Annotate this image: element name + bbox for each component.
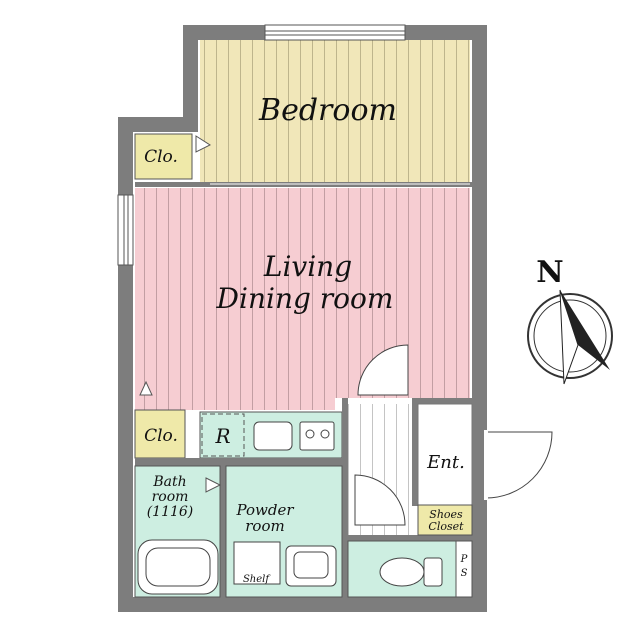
compass-north-label: N	[536, 255, 563, 290]
entrance-floor	[417, 403, 473, 506]
label-bedroom: Bedroom	[258, 93, 397, 128]
closet-top-area	[134, 133, 193, 180]
stove	[299, 421, 335, 451]
sink	[253, 421, 293, 451]
label-shoes-1: Shoes	[429, 508, 463, 521]
closet-door-mark	[195, 135, 212, 153]
living-floor	[135, 188, 470, 398]
label-entrance: Ent.	[426, 452, 465, 473]
compass-needle	[560, 290, 610, 370]
refrigerator-box	[201, 413, 245, 457]
top-window	[264, 24, 406, 41]
label-ps-2: S	[461, 568, 468, 579]
washing-machine	[233, 541, 281, 585]
label-bath-2: room	[152, 489, 189, 505]
label-powder-1: Powder	[235, 501, 294, 519]
bedroom-floor	[200, 40, 470, 183]
label-living: Living	[263, 250, 352, 283]
pipe-space	[455, 540, 473, 598]
closet-mid-area	[134, 409, 186, 459]
shoes-closet-area	[417, 504, 473, 536]
compass	[527, 289, 613, 385]
label-bath-1: Bath	[152, 474, 186, 490]
interior-walls	[135, 398, 472, 598]
label-dining-room: Dining room	[216, 282, 394, 315]
label-closet-top: Clo.	[144, 147, 178, 167]
left-window	[117, 194, 134, 266]
label-shoes-2: Closet	[428, 520, 464, 533]
label-shelf: Shelf	[243, 574, 271, 585]
label-closet-mid: Clo.	[144, 426, 178, 446]
label-refrigerator: R	[214, 424, 230, 448]
label-ps-1: P	[460, 554, 468, 565]
toilet	[379, 557, 425, 587]
label-bath-3: (1116)	[147, 504, 194, 520]
label-powder-2: room	[245, 517, 284, 535]
